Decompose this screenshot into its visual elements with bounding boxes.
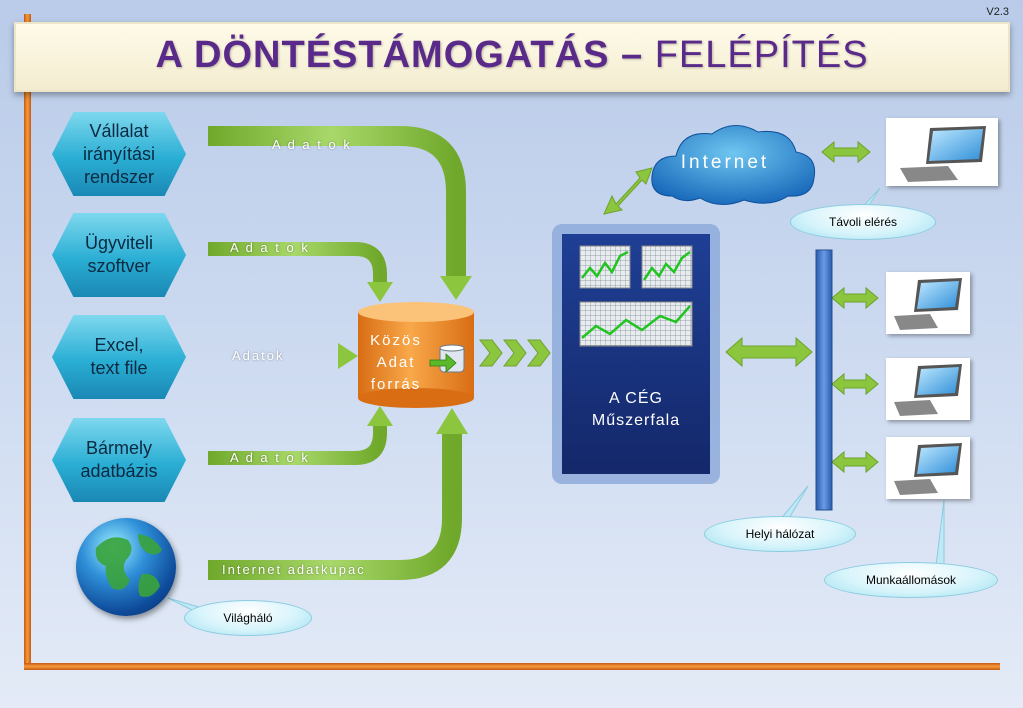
- dashboard-label: A CÉG Műszerfala: [591, 390, 681, 429]
- chart-thumbnail-2: [641, 245, 693, 289]
- source-erp-label: Vállalat irányítási rendszer: [82, 120, 156, 187]
- computer-icon: [900, 126, 986, 182]
- computer-icon: [894, 278, 962, 330]
- double-arrow-lan-ws1: [831, 286, 879, 310]
- source-any-database: Bármely adatbázis: [52, 418, 186, 502]
- frame-bottom-border: [24, 663, 1000, 670]
- source-business-label: Ügyviteli szoftver: [84, 233, 154, 276]
- workstations-callout: Munkaállomások: [824, 562, 998, 598]
- globe-icon: [76, 518, 176, 616]
- chevron-arrows: [478, 339, 551, 367]
- source-excel-label: Excel, text file: [90, 335, 148, 378]
- local-network-callout: Helyi hálózat: [704, 516, 856, 552]
- world-wide-web-callout: Világháló: [184, 600, 312, 636]
- source-excel-text: Excel, text file: [52, 315, 186, 399]
- arrow-label-4: A d a t o k: [230, 450, 310, 465]
- data-arrow-3: [208, 343, 358, 369]
- title-sub: FELÉPÍTÉS: [643, 34, 869, 76]
- arrow-label-1: A d a t o k: [272, 137, 352, 152]
- double-arrow-cloud-dashboard: [603, 167, 653, 215]
- workstation-1: [886, 272, 970, 334]
- source-erp-system: Vállalat irányítási rendszer: [52, 112, 186, 196]
- chart-thumbnail-3: [579, 301, 693, 347]
- dashboard-panel: [552, 224, 720, 484]
- arrow-label-2: A d a t o k: [230, 240, 310, 255]
- local-network-text: Helyi hálózat: [745, 527, 815, 541]
- common-data-cylinder: [358, 302, 474, 408]
- common-data-source-label: Közös Adat forrás: [370, 332, 422, 393]
- title-main: A DÖNTÉSTÁMOGATÁS –: [155, 34, 644, 76]
- remote-computer: [886, 118, 998, 186]
- internet-cloud: [651, 125, 816, 205]
- double-arrow-dashboard-lan: [725, 336, 813, 368]
- double-arrow-lan-ws2: [831, 372, 879, 396]
- remote-access-callout: Távoli elérés: [790, 204, 936, 240]
- title-banner: A DÖNTÉSTÁMOGATÁS – FELÉPÍTÉS: [14, 22, 1010, 92]
- data-arrow-4: [208, 406, 393, 465]
- computer-icon: [894, 443, 962, 495]
- data-arrow-2: [208, 242, 393, 302]
- version-label: V2.3: [986, 6, 1009, 18]
- computer-icon: [894, 364, 962, 416]
- remote-access-text: Távoli elérés: [828, 215, 898, 229]
- data-arrow-5: [208, 408, 468, 580]
- arrow-label-5: Internet adatkupac: [222, 562, 366, 577]
- frame-left-border: [24, 14, 31, 670]
- continents-shape: [95, 534, 162, 597]
- workstation-3: [886, 437, 970, 499]
- source-business-software: Ügyviteli szoftver: [52, 213, 186, 297]
- lan-callout-pointer: [778, 485, 809, 521]
- database-sync-icon: [429, 344, 465, 373]
- workstation-2: [886, 358, 970, 420]
- workstations-text: Munkaállomások: [865, 573, 957, 587]
- source-database-label: Bármely adatbázis: [80, 438, 158, 481]
- data-arrow-1: [208, 126, 472, 300]
- world-wide-web-text: Világháló: [223, 611, 273, 625]
- internet-label: Internet: [680, 152, 770, 173]
- double-arrow-lan-ws3: [831, 450, 879, 474]
- arrow-label-3: Adatok: [232, 348, 285, 363]
- lan-bus-bar: [815, 249, 833, 511]
- chart-thumbnail-1: [579, 245, 631, 289]
- page-title: A DÖNTÉSTÁMOGATÁS – FELÉPÍTÉS: [155, 34, 868, 77]
- workstation-callout-pointer: [935, 499, 945, 567]
- double-arrow-cloud-remote: [821, 140, 871, 164]
